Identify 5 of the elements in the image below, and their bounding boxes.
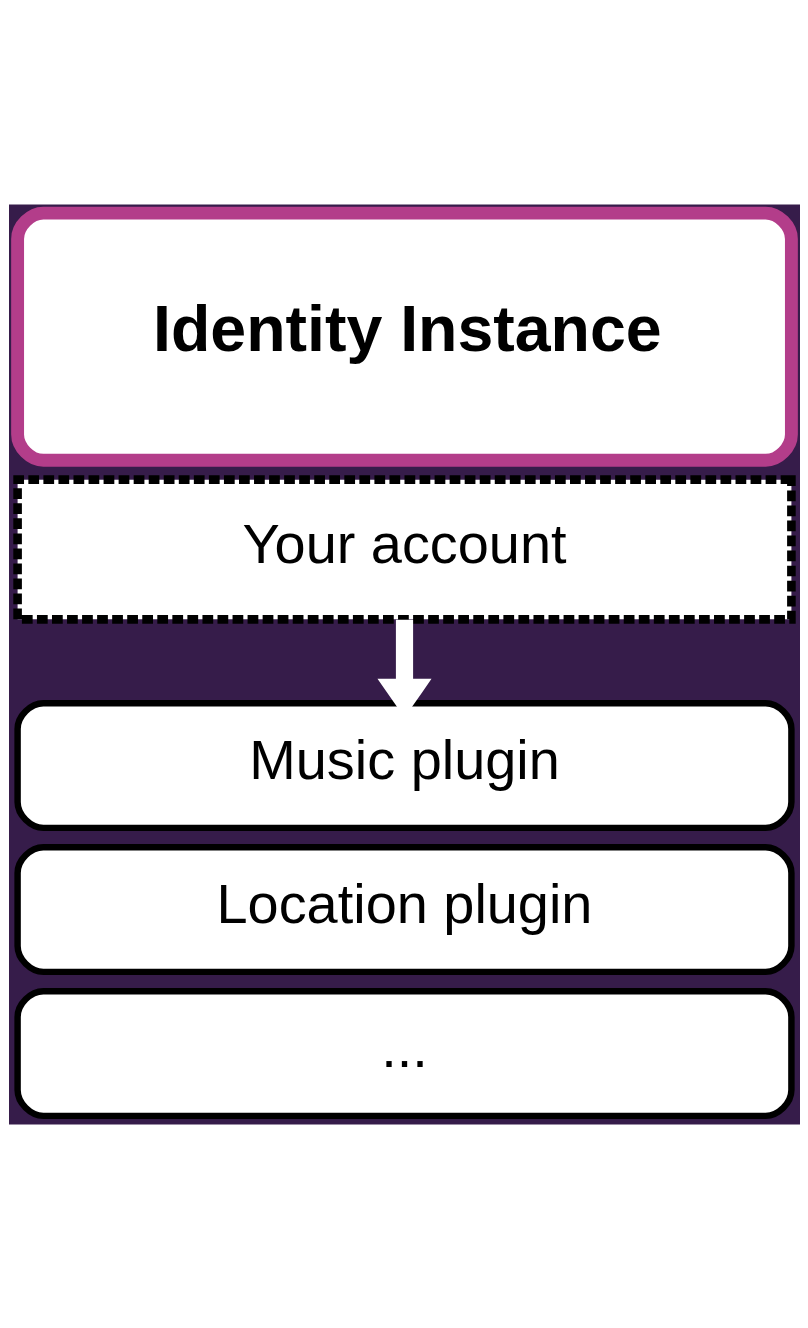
node-box: Your account	[12, 474, 796, 624]
node-box: Identity Instance	[10, 206, 798, 467]
node-box: Music plugin	[13, 699, 795, 831]
node-box: Location plugin	[13, 843, 795, 975]
node-box: ...	[13, 987, 795, 1119]
